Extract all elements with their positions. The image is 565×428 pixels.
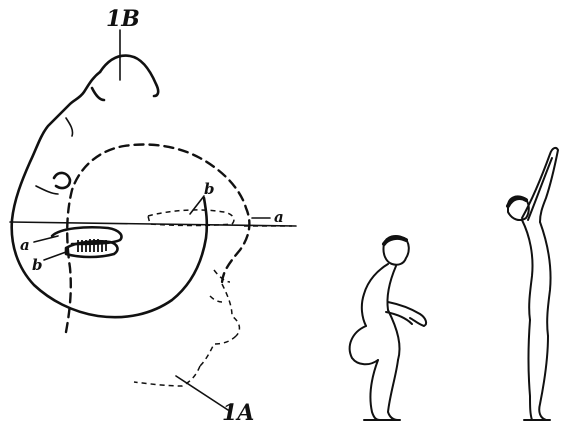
leader-b-right [190, 196, 204, 214]
label-1a: 1A [222, 400, 254, 426]
label-b-left: b [32, 256, 43, 274]
head-1a-outline [66, 145, 249, 387]
crouching-figure [350, 236, 426, 420]
leader-a-left [34, 236, 58, 242]
label-a-left: a [20, 236, 30, 254]
leader-1a [176, 376, 228, 410]
label-b-right: b [204, 180, 215, 198]
head-1b-outline [12, 56, 207, 318]
label-a-right: a [274, 208, 284, 226]
stretching-figure [508, 148, 558, 420]
label-1b: 1B [106, 6, 140, 32]
leader-b-left [44, 252, 66, 260]
